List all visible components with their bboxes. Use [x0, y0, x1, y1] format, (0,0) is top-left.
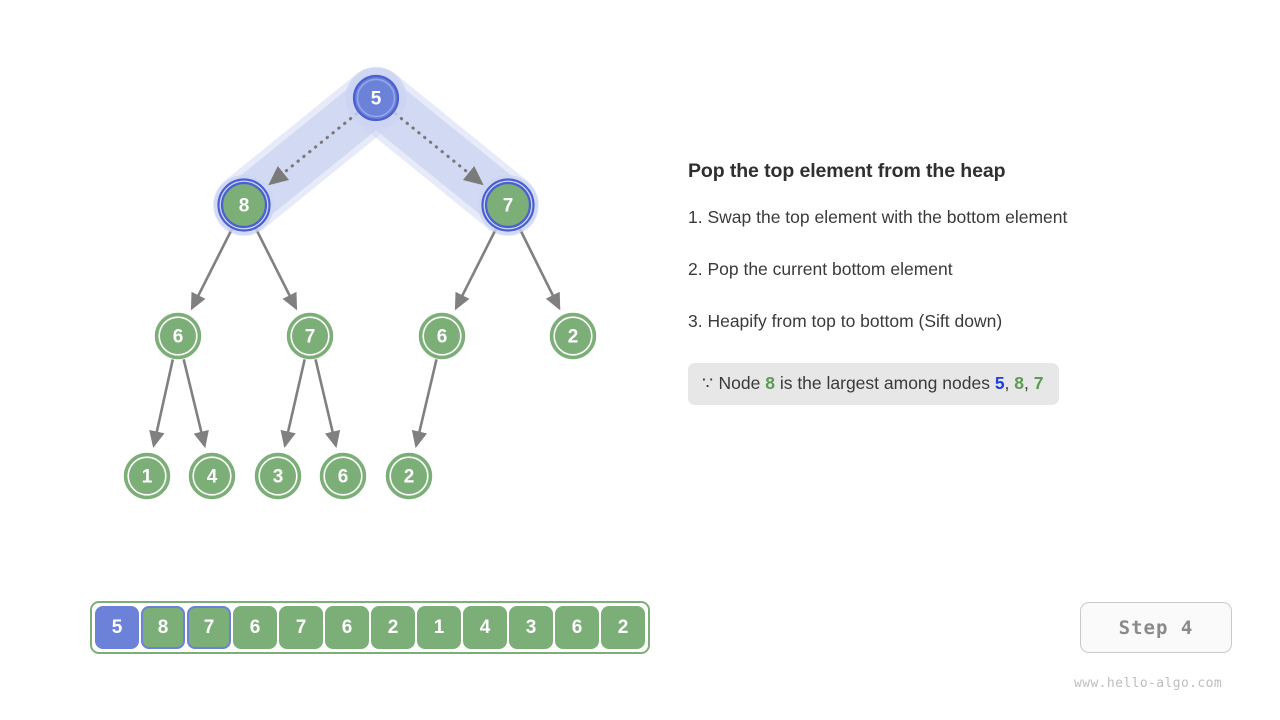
tree-node-n0[interactable]: 5: [346, 68, 406, 128]
tree-node-n7[interactable]: 1: [123, 452, 171, 500]
array-cell-8[interactable]: 4: [463, 606, 507, 649]
tree-edge-n5-n11: [411, 359, 438, 449]
tree-node-n10[interactable]: 6: [319, 452, 367, 500]
array-cell-3[interactable]: 6: [233, 606, 277, 649]
tree-node-n2[interactable]: 7: [478, 175, 538, 235]
tree-edge-n1-n4: [253, 225, 298, 311]
note-candidate-1: 8: [1014, 373, 1025, 394]
tree-nodes: 5 8 7 6 7 6 2 1 4 3 6 2: [123, 68, 597, 500]
step-item-2: 2. Pop the current bottom element: [688, 259, 953, 280]
note-sep-0: ,: [1004, 373, 1015, 394]
array-cell-5[interactable]: 6: [325, 606, 369, 649]
binary-heap-tree: 5 8 7 6 7 6 2 1 4 3 6 2: [123, 67, 597, 500]
array-cell-2[interactable]: 7: [187, 606, 231, 649]
tree-edge-n2-n5: [454, 225, 499, 311]
step-button[interactable]: Step 4: [1080, 602, 1232, 653]
note-candidate-2: 7: [1033, 373, 1044, 394]
tree-node-n6[interactable]: 2: [549, 312, 597, 360]
tree-node-label: 6: [173, 327, 184, 348]
note-sep-1: ,: [1024, 373, 1034, 394]
tree-node-label: 7: [503, 196, 514, 217]
tree-edges: [149, 225, 561, 449]
tree-node-n4[interactable]: 7: [286, 312, 334, 360]
watermark: www.hello-algo.com: [1074, 676, 1223, 691]
tree-node-n3[interactable]: 6: [154, 312, 202, 360]
tree-node-n5[interactable]: 6: [418, 312, 466, 360]
array-cell-11[interactable]: 2: [601, 606, 645, 649]
tree-node-label: 2: [404, 467, 415, 488]
array-cell-7[interactable]: 1: [417, 606, 461, 649]
note-target-node: 8: [765, 373, 775, 394]
step-item-3: 3. Heapify from top to bottom (Sift down…: [688, 311, 1003, 332]
tree-node-label: 2: [568, 327, 579, 348]
tree-edge-n1-n3: [190, 225, 235, 311]
array-cell-4[interactable]: 7: [279, 606, 323, 649]
tree-edge-n4-n10: [314, 359, 341, 449]
array-cell-10[interactable]: 6: [555, 606, 599, 649]
tree-node-n8[interactable]: 4: [188, 452, 236, 500]
tree-node-label: 3: [273, 467, 284, 488]
tree-node-label: 7: [305, 327, 316, 348]
tree-node-label: 5: [371, 89, 382, 110]
tree-edge-n2-n6: [517, 225, 561, 311]
tree-node-n9[interactable]: 3: [254, 452, 302, 500]
array-cell-0[interactable]: 5: [95, 606, 139, 649]
note-candidate-0: 5: [994, 373, 1005, 394]
tree-edge-n3-n7: [149, 359, 175, 449]
tree-edge-n3-n8: [182, 359, 209, 449]
because-symbol: ∵: [702, 373, 714, 394]
array-cell-6[interactable]: 2: [371, 606, 415, 649]
tree-node-label: 1: [142, 467, 153, 488]
note-prefix: Node: [718, 373, 766, 394]
tree-node-n11[interactable]: 2: [385, 452, 433, 500]
tree-edge-n4-n9: [280, 359, 306, 449]
step-item-1: 1. Swap the top element with the bottom …: [688, 207, 1068, 228]
array-cell-1[interactable]: 8: [141, 606, 185, 649]
tree-node-label: 6: [437, 327, 448, 348]
array-cell-9[interactable]: 3: [509, 606, 553, 649]
reasoning-note: ∵ Node 8 is the largest among nodes 5, 8…: [688, 363, 1060, 406]
tree-node-label: 6: [338, 467, 349, 488]
tree-node-n1[interactable]: 8: [214, 175, 274, 235]
tree-node-label: 4: [207, 467, 218, 488]
note-middle: is the largest among nodes: [774, 373, 995, 394]
tree-node-label: 8: [239, 196, 250, 217]
page-title: Pop the top element from the heap: [688, 160, 1006, 182]
explanation-panel: Pop the top element from the heap 1. Swa…: [688, 160, 1248, 406]
